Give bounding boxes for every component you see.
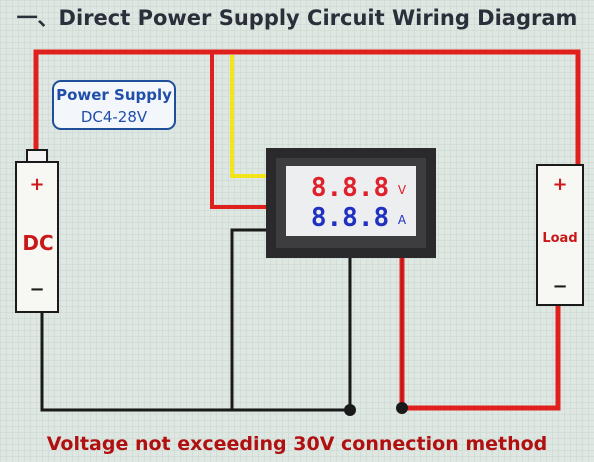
battery-plus-sign: + [29,174,44,195]
battery: + DC − [15,149,59,313]
load: + Load − [536,164,584,306]
red-wire-meter [210,52,268,209]
battery-label: DC [22,231,53,255]
junction-dot-red [396,402,408,414]
battery-minus-sign: − [29,279,44,300]
current-reading: 8.8.8 [311,203,389,233]
meter: 8.8.8 V 8.8.8 A [266,148,436,258]
voltage-unit: V [398,183,407,197]
load-minus-sign: − [552,276,567,297]
load-body [536,164,584,306]
load-label: Load [542,231,577,246]
footer-caption: Voltage not exceeding 30V connection met… [46,433,548,455]
load-plus-sign: + [552,174,567,195]
black-wire-meter [230,228,268,410]
diagram-title: 一、Direct Power Supply Circuit Wiring Dia… [16,6,578,30]
power-supply-label: Power Supply [56,86,172,104]
battery-body [15,161,59,313]
black-wire-bottom [40,258,352,412]
battery-terminal [26,149,48,163]
power-supply-voltage-range: DC4-28V [80,108,148,126]
wires [33,49,581,412]
red-wire-top [33,49,581,165]
power-supply-callout: Power Supply DC4-28V [52,80,176,130]
junction-dot-black [344,404,356,416]
voltage-reading: 8.8.8 [311,173,389,203]
meter-display [286,166,416,236]
yellow-wire [230,55,268,178]
current-unit: A [398,213,407,227]
